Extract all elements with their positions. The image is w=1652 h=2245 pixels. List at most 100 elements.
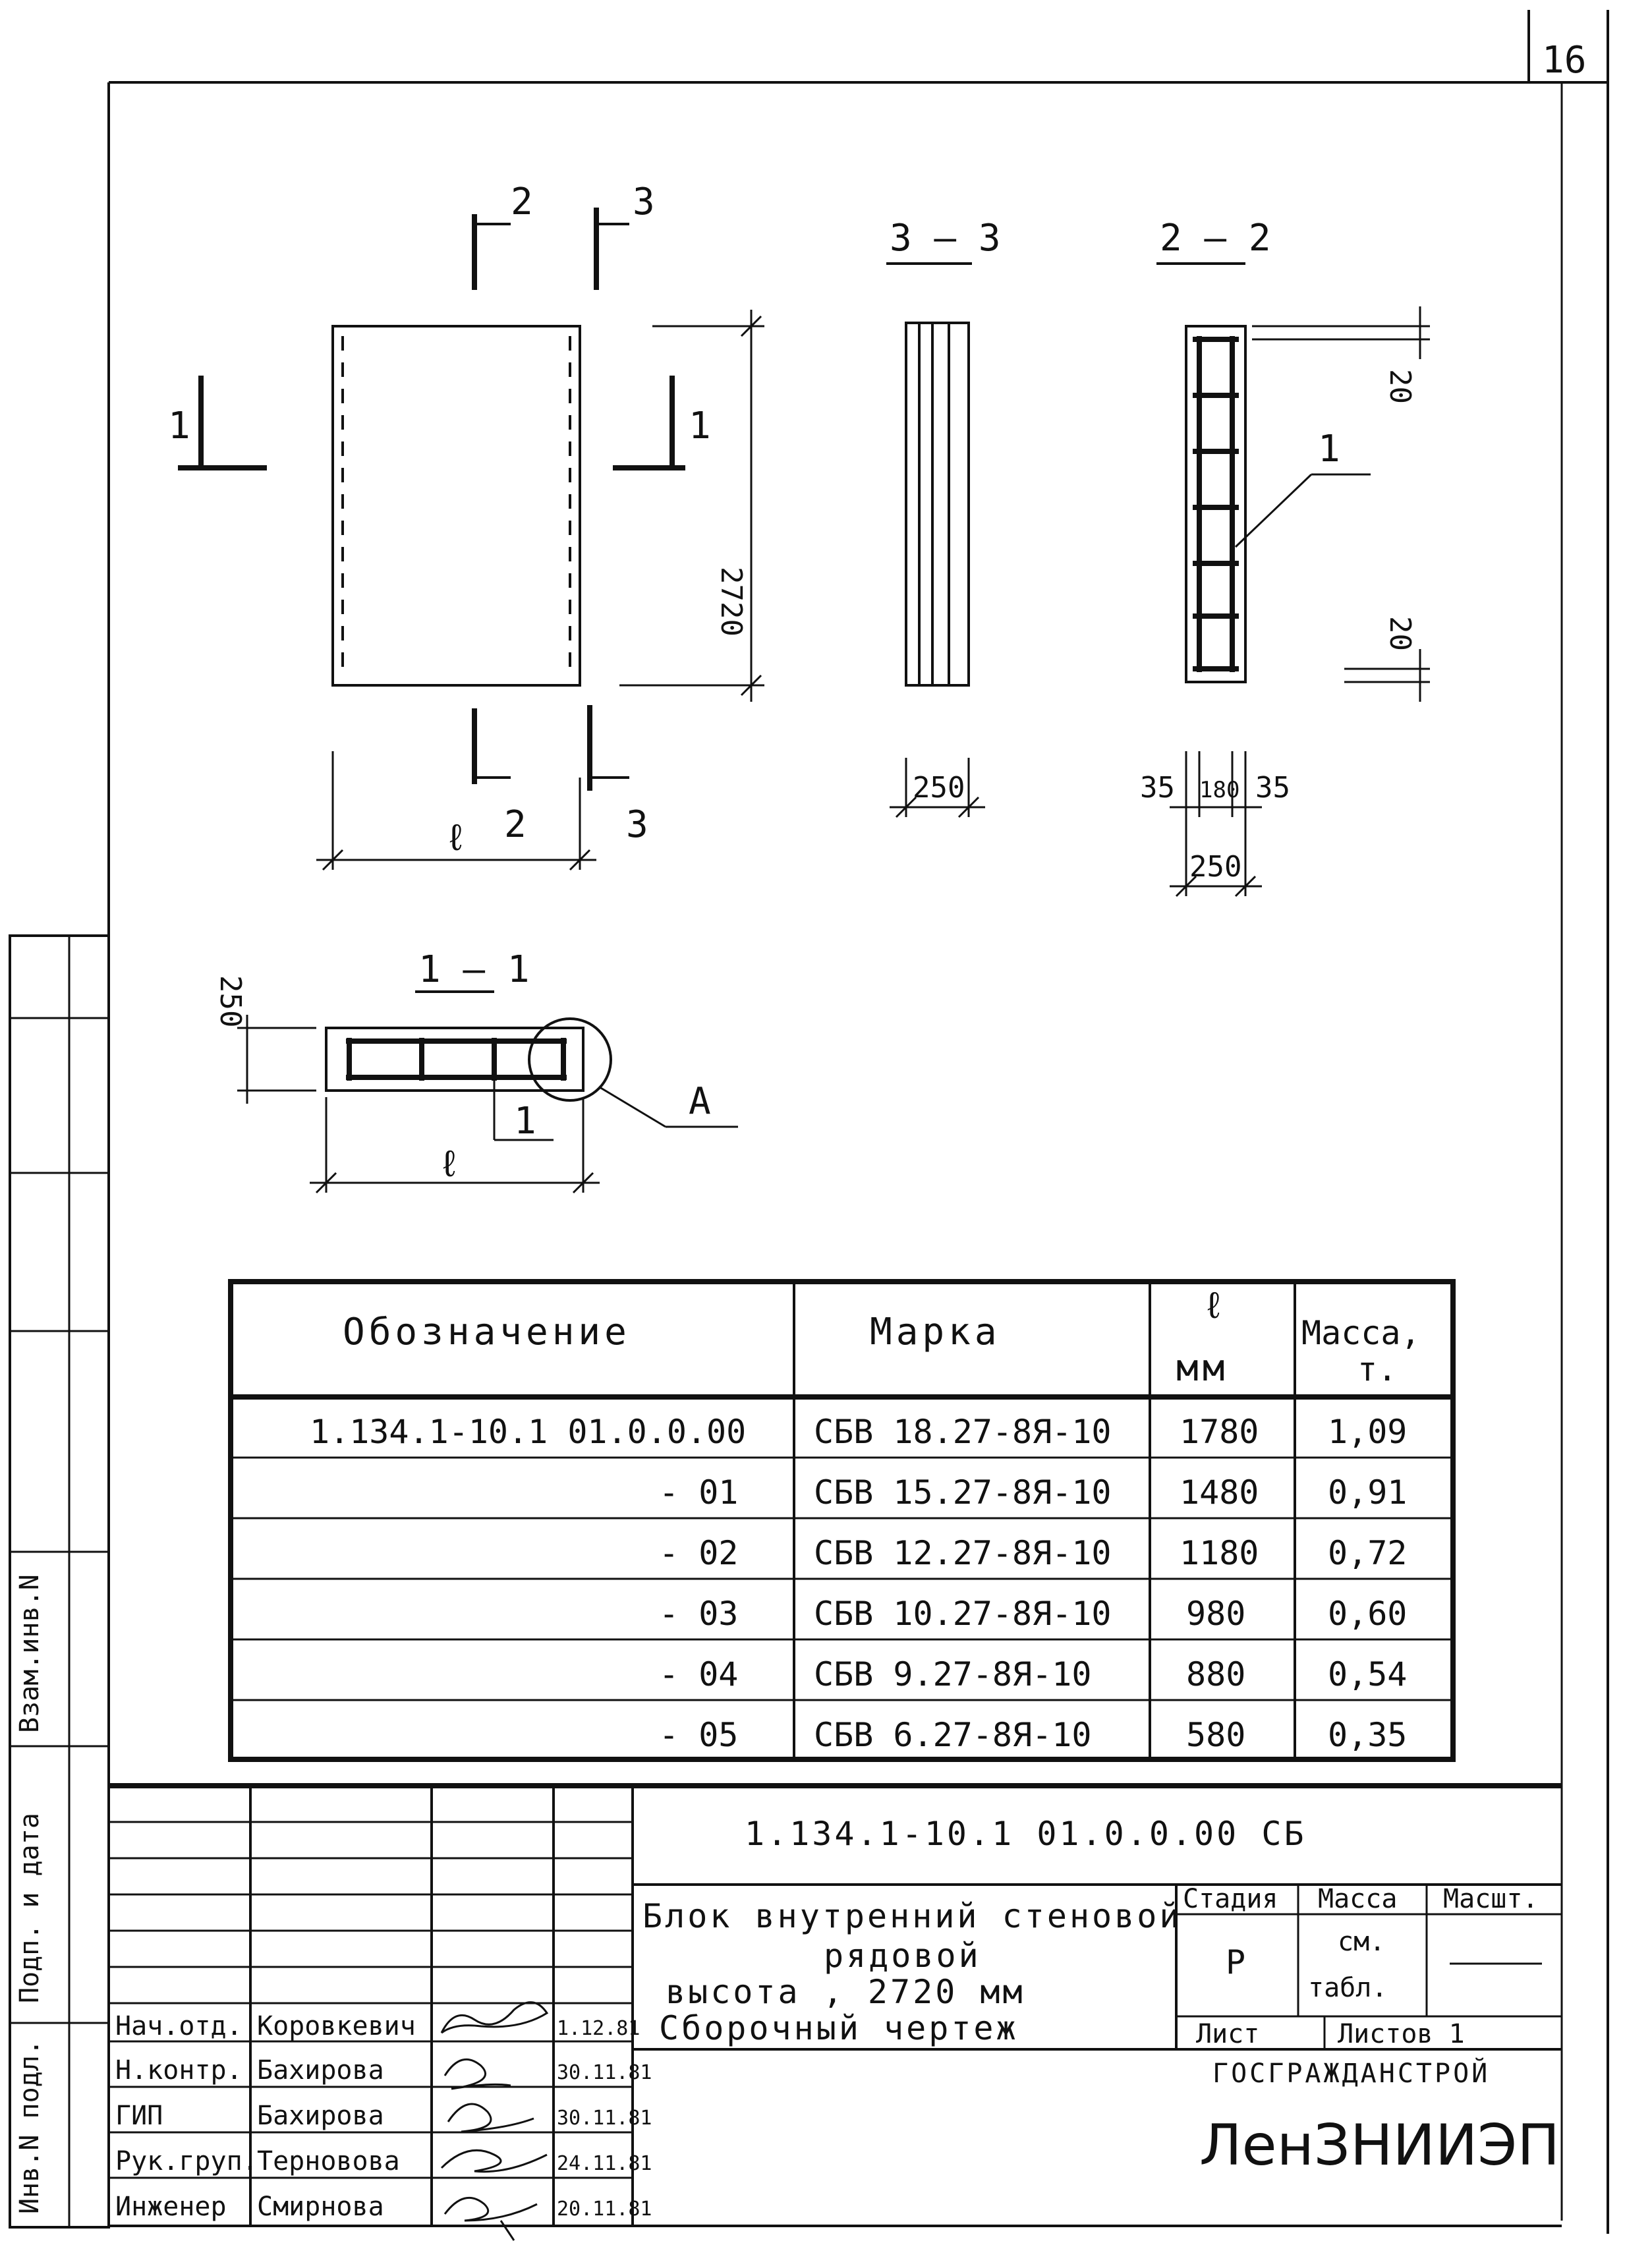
- cut-2-top: 2: [511, 181, 533, 223]
- cut-1-left: 1: [168, 405, 190, 447]
- institute-name: ЛенЗНИИЭП: [1199, 2113, 1560, 2178]
- row-l: 980: [1186, 1595, 1245, 1633]
- section-2-2: 2 — 2 1 20 20 35: [1140, 217, 1430, 897]
- row-l: 880: [1186, 1655, 1245, 1693]
- stage-label: Стадия: [1183, 1884, 1278, 1914]
- row-designation: 1.134.1-10.1 01.0.0.00: [310, 1413, 746, 1451]
- stage-value: Р: [1226, 1943, 1248, 1981]
- title-line-2: рядовой: [824, 1937, 981, 1975]
- row-l: 1480: [1180, 1473, 1259, 1512]
- side-strip: Инв.N подл. Подп. и дата Взам.инв.N: [9, 934, 110, 2229]
- title-line-1: Блок внутренний стеновой: [642, 1897, 1182, 1935]
- spec-table: Обозначение Марка ℓ мм Масса, т. 1.134.1…: [228, 1279, 1456, 1762]
- staff-name: Смирнова: [257, 2192, 384, 2222]
- mass-value-2: табл.: [1308, 1973, 1387, 2003]
- cut-2-bot: 2: [504, 803, 527, 846]
- row-designation: - 04: [659, 1655, 738, 1693]
- row-designation: - 03: [659, 1595, 738, 1633]
- row-l: 1180: [1180, 1534, 1259, 1572]
- header-mass-bottom: т.: [1357, 1350, 1397, 1388]
- row-l: 1780: [1180, 1413, 1259, 1451]
- staff-name: Бахирова: [257, 2055, 384, 2086]
- staff-row: Нач.отд. Коровкевич 1.12.81: [115, 2011, 640, 2041]
- section-3-3: 3 — 3 250: [886, 217, 1001, 818]
- mass-label: Масса: [1318, 1884, 1397, 1914]
- callout-a: A: [689, 1080, 711, 1123]
- staff-name: Коровкевич: [257, 2011, 416, 2041]
- dim-length-section11: ℓ: [438, 1143, 461, 1185]
- staff-role: Нач.отд.: [115, 2011, 242, 2041]
- doc-code: 1.134.1-10.1 01.0.0.00 СБ: [745, 1815, 1307, 1853]
- row-mark: СБВ 10.27-8Я-10: [814, 1595, 1112, 1633]
- front-view: 2 3 2 3 1 1 2720 ℓ: [168, 181, 764, 871]
- dim-250-section11: 250: [214, 975, 247, 1027]
- sheet-label: Лист: [1196, 2019, 1259, 2049]
- staff-role: Рук.груп.: [115, 2146, 258, 2176]
- dim-250-section22: 250: [1189, 850, 1241, 884]
- staff-date: 30.11.81: [557, 2107, 652, 2130]
- sheets-label: Листов 1: [1338, 2019, 1465, 2049]
- dim-20-top: 20: [1383, 369, 1417, 404]
- title-line-4: Сборочный чертеж: [659, 2009, 1019, 2047]
- row-designation: - 02: [659, 1534, 738, 1572]
- side-label-vzam: Взам.инв.N: [14, 1574, 45, 1733]
- callout-1-section11: 1: [514, 1100, 536, 1143]
- section-1-1-title: 1 — 1: [418, 948, 530, 991]
- row-mark: СБВ 15.27-8Я-10: [814, 1473, 1112, 1512]
- header-designation: Обозначение: [343, 1311, 631, 1353]
- staff-row: Рук.груп. Терновова 24.11.81: [115, 2146, 652, 2176]
- table-row: - 01 СБВ 15.27-8Я-10 1480 0,91: [659, 1473, 1407, 1512]
- cut-1-right: 1: [689, 405, 711, 447]
- staff-role: ГИП: [115, 2101, 163, 2131]
- staff-date: 1.12.81: [557, 2017, 640, 2040]
- dim-20-bot: 20: [1383, 616, 1417, 651]
- callout-1-section22: 1: [1318, 428, 1340, 470]
- row-mark: СБВ 18.27-8Я-10: [814, 1413, 1112, 1451]
- staff-name: Бахирова: [257, 2101, 384, 2131]
- cut-3-top: 3: [633, 181, 655, 223]
- cut-3-bot: 3: [626, 803, 648, 846]
- row-mass: 1,09: [1328, 1413, 1407, 1451]
- row-l: 580: [1186, 1716, 1245, 1754]
- staff-row: Н.контр. Бахирова 30.11.81: [115, 2055, 652, 2086]
- mass-value-1: см.: [1338, 1927, 1385, 1957]
- table-row: - 04 СБВ 9.27-8Я-10 880 0,54: [659, 1655, 1407, 1693]
- table-row: - 05 СБВ 6.27-8Я-10 580 0,35: [659, 1716, 1407, 1754]
- row-mark: СБВ 9.27-8Я-10: [814, 1655, 1091, 1693]
- row-mark: СБВ 6.27-8Я-10: [814, 1716, 1091, 1754]
- staff-date: 20.11.81: [557, 2198, 652, 2221]
- dim-height: 2720: [714, 567, 748, 637]
- section-3-3-dim: 250: [913, 771, 965, 805]
- section-3-3-title: 3 — 3: [890, 217, 1001, 260]
- row-mass: 0,72: [1328, 1534, 1407, 1572]
- row-designation: - 01: [659, 1473, 738, 1512]
- staff-date: 30.11.81: [557, 2061, 652, 2084]
- scale-label: Масшт.: [1443, 1884, 1539, 1914]
- staff-date: 24.11.81: [557, 2152, 652, 2175]
- section-1-1: 1 — 1 A 1 250 ℓ: [214, 948, 738, 1194]
- row-designation: - 05: [659, 1716, 738, 1754]
- header-mark: Марка: [870, 1311, 1001, 1353]
- staff-row: Инженер Смирнова 20.11.81: [115, 2192, 652, 2222]
- title-line-3: высота , 2720 мм: [666, 1973, 1025, 2011]
- header-l-bottom: мм: [1176, 1347, 1228, 1390]
- signatures: [440, 2001, 549, 2241]
- rebar-cage-stirrups: [1193, 337, 1239, 671]
- dim-180: 180: [1199, 777, 1239, 803]
- table-row: - 03 СБВ 10.27-8Я-10 980 0,60: [659, 1595, 1407, 1633]
- section-2-2-title: 2 — 2: [1160, 217, 1271, 260]
- header-mass-top: Масса,: [1301, 1314, 1421, 1352]
- row-mark: СБВ 12.27-8Я-10: [814, 1534, 1112, 1572]
- dim-length-front: ℓ: [445, 816, 467, 859]
- table-row: - 02 СБВ 12.27-8Я-10 1180 0,72: [659, 1534, 1407, 1572]
- table-row: 1.134.1-10.1 01.0.0.00 СБВ 18.27-8Я-10 1…: [310, 1413, 1407, 1451]
- dim-35-right: 35: [1255, 771, 1290, 805]
- side-label-inv: Инв.N подл.: [14, 2039, 45, 2214]
- side-label-sign: Подп. и дата: [14, 1813, 45, 2003]
- row-mass: 0,35: [1328, 1716, 1407, 1754]
- row-mass: 0,54: [1328, 1655, 1407, 1693]
- sheet-number: 16: [1542, 39, 1586, 82]
- staff-role: Н.контр.: [115, 2055, 242, 2086]
- org-name: ГОСГРАЖДАНСТРОЙ: [1212, 2057, 1490, 2089]
- staff-role: Инженер: [115, 2192, 227, 2222]
